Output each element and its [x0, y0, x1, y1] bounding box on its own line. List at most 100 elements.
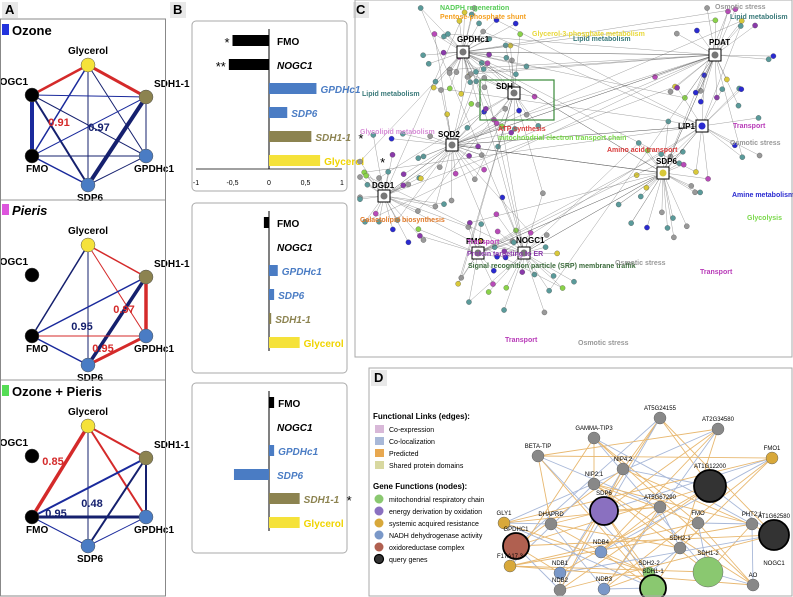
- network-edge: [701, 117, 759, 127]
- network-edge: [30, 425, 90, 518]
- leaf-node: [765, 56, 772, 63]
- leaf-node: [541, 309, 548, 316]
- annotation-label: Signal recognition particle (SRP) membra…: [468, 263, 636, 270]
- annotation-label: Glycerol-3-phosphate metabolism: [532, 31, 645, 38]
- leaf-node: [724, 76, 730, 83]
- network-edge: [31, 94, 147, 157]
- edge-legend-label: Co-expression: [389, 427, 434, 434]
- leaf-node: [705, 176, 711, 182]
- network-edge: [701, 125, 743, 158]
- gene-node-gly1: [497, 516, 511, 530]
- network-edge: [468, 252, 479, 303]
- gene-label: NDB1: [552, 561, 569, 567]
- hub-label: SDP6: [656, 157, 677, 166]
- network-edge: [537, 455, 773, 459]
- leaf-node: [694, 27, 700, 34]
- network-edge: [87, 244, 147, 278]
- leaf-node: [494, 228, 501, 235]
- network-edge: [31, 335, 89, 366]
- network-edge: [31, 94, 89, 186]
- node-label-sdp6: SDP6: [77, 554, 104, 565]
- bar-label: SDH1-1: [315, 133, 351, 144]
- gene-label: AT2G34580: [702, 417, 735, 423]
- network-edge: [451, 123, 497, 146]
- node-glycerol: [80, 237, 96, 253]
- leaf-node: [455, 281, 461, 287]
- leaf-node: [493, 17, 500, 23]
- correlation-value: 0.97: [88, 122, 109, 134]
- annotation-label: Osmotic stress: [730, 140, 781, 147]
- network-edge: [679, 457, 773, 549]
- network-edge: [550, 523, 681, 549]
- network-edge: [451, 144, 495, 248]
- gene-node-fmo1: [765, 451, 779, 465]
- bar-sdp6: [269, 289, 275, 300]
- network-edge: [497, 54, 716, 147]
- hub-label: SDH: [496, 82, 513, 91]
- network-edge: [403, 144, 453, 175]
- annotation-label: Transport: [700, 269, 733, 276]
- leaf-node: [418, 175, 424, 182]
- significance-mark: *: [358, 131, 363, 146]
- gene-label: SDH2-1: [669, 536, 691, 542]
- leaf-node: [559, 285, 566, 291]
- leaf-node: [431, 31, 438, 37]
- bar-label: NOGC1: [277, 243, 313, 254]
- network-edge: [503, 522, 552, 525]
- leaf-node: [465, 224, 472, 230]
- network-edge: [631, 172, 664, 224]
- leaf-node: [670, 215, 676, 221]
- leaf-node: [652, 74, 658, 80]
- panel-d-letter: D: [374, 370, 383, 385]
- gene-label: DHAPRD: [538, 512, 564, 518]
- annotation-label: Transport: [505, 337, 538, 344]
- leaf-node: [535, 123, 542, 129]
- leaf-node: [628, 220, 634, 226]
- leaf-node: [680, 161, 687, 168]
- bar-label: FMO: [278, 399, 300, 410]
- bar-glycerol: [269, 337, 300, 348]
- network-edge: [549, 54, 716, 291]
- leaf-node: [635, 140, 642, 146]
- node-label-nogc1: NOGC1: [0, 257, 28, 268]
- hub-edge: [662, 54, 716, 174]
- leaf-node: [719, 86, 726, 92]
- leaf-node: [523, 63, 530, 70]
- node-gpdh: [138, 328, 154, 344]
- leaf-node: [755, 115, 762, 121]
- node-fmo: [24, 148, 40, 164]
- network-edge: [503, 522, 650, 574]
- network-pieris: PierisGlycerolNOGC1SDH1-1FMOGPDHc1SDP60.…: [0, 203, 190, 384]
- node-label-fmo: FMO: [26, 344, 48, 355]
- annotation-label: Transport: [733, 123, 766, 130]
- hub-edge: [451, 54, 716, 146]
- bar-glycerol: [269, 517, 300, 528]
- gene-label: FMO: [691, 511, 705, 517]
- leaf-node: [737, 23, 744, 29]
- gene-label: GPDHC1: [503, 527, 529, 533]
- panel-c-border: [354, 0, 793, 358]
- x-tick-label: -0,5: [226, 180, 238, 187]
- network-edge: [417, 92, 515, 212]
- network-edge: [714, 54, 769, 60]
- network-edge: [600, 457, 773, 553]
- network-edge: [383, 12, 465, 197]
- leaf-node: [770, 53, 777, 59]
- gene-node-sdp6: [589, 496, 619, 526]
- gene-label: SDH2-2: [638, 561, 660, 567]
- network-edge: [593, 437, 753, 525]
- network-edge: [378, 92, 515, 179]
- correlation-value: 0.95: [92, 343, 113, 355]
- network-edge: [462, 12, 465, 53]
- leaf-node: [376, 175, 382, 181]
- leaf-node: [494, 254, 500, 260]
- network-edge: [31, 516, 89, 547]
- leaf-node: [472, 176, 478, 183]
- network-edge: [646, 172, 664, 228]
- network-edge: [523, 252, 575, 282]
- panel-a: AOzoneGlycerolNOGC1SDH1-1FMOGPDHc1SDP60.…: [0, 2, 190, 597]
- node-nogc1: [24, 448, 40, 464]
- network-ozone: OzoneGlycerolNOGC1SDH1-1FMOGPDHc1SDP60.9…: [0, 23, 190, 204]
